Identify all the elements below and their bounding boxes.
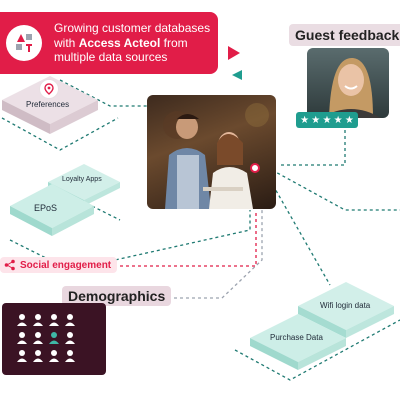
decor-triangle-teal bbox=[232, 70, 242, 80]
wifi-label: Wifi login data bbox=[320, 301, 371, 310]
guest-feedback-title: Guest feedback bbox=[289, 24, 400, 46]
header-title: Growing customer databases with Access A… bbox=[54, 21, 211, 65]
wifi-purchase-slabs bbox=[250, 282, 394, 370]
star-icon: ★ bbox=[333, 114, 343, 126]
star-icon: ★ bbox=[344, 114, 354, 126]
rating-stars: ★ ★ ★ ★ ★ bbox=[296, 112, 358, 128]
demographics-tag: Demographics bbox=[62, 286, 172, 306]
social-engagement-label: Social engagement bbox=[20, 259, 112, 271]
restaurant-photo bbox=[147, 95, 276, 209]
loyalty-apps-label: Loyalty Apps bbox=[62, 176, 102, 183]
star-icon: ★ bbox=[322, 114, 332, 126]
star-icon: ★ bbox=[311, 114, 321, 126]
social-engagement-tag: Social engagement bbox=[0, 257, 118, 273]
logo-icon bbox=[6, 25, 42, 61]
people-grid-icon bbox=[2, 303, 106, 375]
guest-photo bbox=[307, 48, 389, 118]
preferences-slab bbox=[2, 76, 98, 134]
photo-marker bbox=[250, 163, 260, 173]
star-icon: ★ bbox=[300, 114, 310, 126]
share-icon bbox=[4, 259, 15, 271]
decor-triangle-red bbox=[228, 46, 240, 60]
location-pin-icon bbox=[40, 80, 58, 98]
epos-label: EPoS bbox=[34, 203, 58, 213]
header-banner: Growing customer databases with Access A… bbox=[0, 12, 218, 74]
purchase-label: Purchase Data bbox=[270, 333, 323, 342]
preferences-label: Preferences bbox=[26, 100, 70, 109]
loyalty-epos-slabs bbox=[10, 164, 120, 236]
